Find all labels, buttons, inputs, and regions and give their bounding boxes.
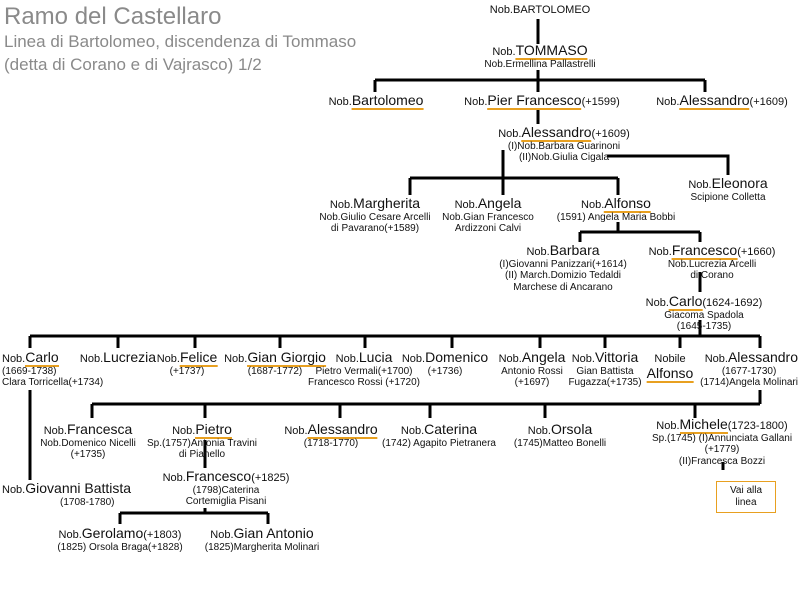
connector-alessandro-eleonora bbox=[607, 154, 730, 175]
person-pietro[interactable]: Nob.Pietro Sp.(1757)Antonia Travini di P… bbox=[146, 421, 258, 461]
person-giovanni-battista[interactable]: Nob.Giovanni Battista (1708-1780) bbox=[2, 480, 132, 508]
connector-carlo-children bbox=[28, 320, 762, 348]
connector-tommaso-children bbox=[373, 70, 707, 92]
person-gian-giorgio[interactable]: Nob.Gian Giorgio (1687-1772) bbox=[224, 349, 326, 377]
person-eleonora[interactable]: Nob.Eleonora Scipione Colletta bbox=[688, 175, 768, 203]
person-francesco-1660[interactable]: Nob.Francesco(+1660) Nob.Lucrezia Arcell… bbox=[648, 242, 776, 282]
person-alfonso-b[interactable]: Nobile Alfonso bbox=[646, 353, 694, 383]
go-to-line-link[interactable]: Vai alla linea bbox=[716, 481, 776, 513]
person-michele[interactable]: Nob.Michele(1723-1800) Sp.(1745) (I)Annu… bbox=[651, 416, 793, 468]
link-box-line2: linea bbox=[735, 497, 757, 508]
person-felice[interactable]: Nob.Felice (+1737) bbox=[156, 349, 218, 377]
link-box-line1: Vai alla bbox=[729, 485, 763, 496]
page-title: Ramo del Castellaro bbox=[4, 3, 222, 30]
page-subtitle-line2: (detta di Corano e di Vajrasco) 1/2 bbox=[4, 55, 262, 74]
person-alessandro-1677[interactable]: Nob.Alessandro (1677-1730) (1714)Angela … bbox=[700, 349, 798, 389]
person-lucrezia[interactable]: Nob.Lucrezia bbox=[79, 349, 157, 365]
person-angela-a[interactable]: Nob.Angela Nob.Gian Francesco Ardizzoni … bbox=[442, 195, 534, 235]
person-tommaso[interactable]: Nob.TOMMASO Nob.Ermellina Pallastrelli bbox=[484, 42, 596, 70]
person-alessandro-1609-a[interactable]: Nob.Alessandro(+1609) bbox=[656, 92, 788, 110]
person-caterina[interactable]: Nob.Caterina (1742) Agapito Pietranera bbox=[382, 421, 496, 449]
person-vittoria[interactable]: Nob.Vittoria Gian Battista Fugazza(+1735… bbox=[568, 349, 642, 389]
person-barbara[interactable]: Nob.Barbara (I)Giovanni Panizzari(+1614)… bbox=[499, 242, 627, 294]
person-gian-antonio[interactable]: Nob.Gian Antonio (1825)Margherita Molina… bbox=[204, 525, 320, 553]
person-lucia[interactable]: Nob.Lucia Pietro Vermali(+1700) Francesc… bbox=[308, 349, 420, 389]
person-francesco-1825[interactable]: Nob.Francesco(+1825) (1798)Caterina Cort… bbox=[162, 468, 290, 508]
person-domenico[interactable]: Nob.Domenico (+1736) bbox=[401, 349, 489, 377]
person-carlo-1669[interactable]: Nob.Carlo (1669-1738) Clara Torricella(+… bbox=[2, 349, 104, 389]
person-carlo-1624[interactable]: Nob.Carlo(1624-1692) Giacoma Spadola (16… bbox=[645, 293, 763, 333]
person-margherita[interactable]: Nob.Margherita Nob.Giulio Cesare Arcelli… bbox=[319, 195, 431, 235]
person-bartolomeo-root[interactable]: Nob.BARTOLOMEO bbox=[489, 4, 591, 16]
connector-francesco-children bbox=[118, 508, 270, 524]
connector-alfonso-children bbox=[578, 222, 702, 242]
connector-alessandro-children2 bbox=[90, 390, 762, 418]
person-alfonso-a[interactable]: Nob.Alfonso (1591) Angela Maria Bobbi bbox=[556, 195, 676, 223]
person-orsola[interactable]: Nob.Orsola (1745)Matteo Bonelli bbox=[513, 421, 607, 449]
person-angela-b[interactable]: Nob.Angela Antonio Rossi (+1697) bbox=[498, 349, 566, 389]
person-pier-francesco[interactable]: Nob.Pier Francesco(+1599) bbox=[464, 92, 620, 110]
page-subtitle-line1: Linea di Bartolomeo, discendenza di Tomm… bbox=[4, 32, 357, 51]
person-gerolamo[interactable]: Nob.Gerolamo(+1803) (1825) Orsola Braga(… bbox=[57, 525, 183, 553]
person-alessandro-1609-b[interactable]: Nob.Alessandro(+1609) (I)Nob.Barbara Gua… bbox=[498, 124, 630, 164]
person-bartolomeo[interactable]: Nob.Bartolomeo bbox=[328, 92, 424, 110]
person-francesca[interactable]: Nob.Francesca Nob.Domenico Nicelli (+173… bbox=[40, 421, 136, 461]
person-alessandro-1718[interactable]: Nob.Alessandro (1718-1770) bbox=[284, 421, 378, 449]
connector-alessandro-children bbox=[408, 150, 620, 195]
